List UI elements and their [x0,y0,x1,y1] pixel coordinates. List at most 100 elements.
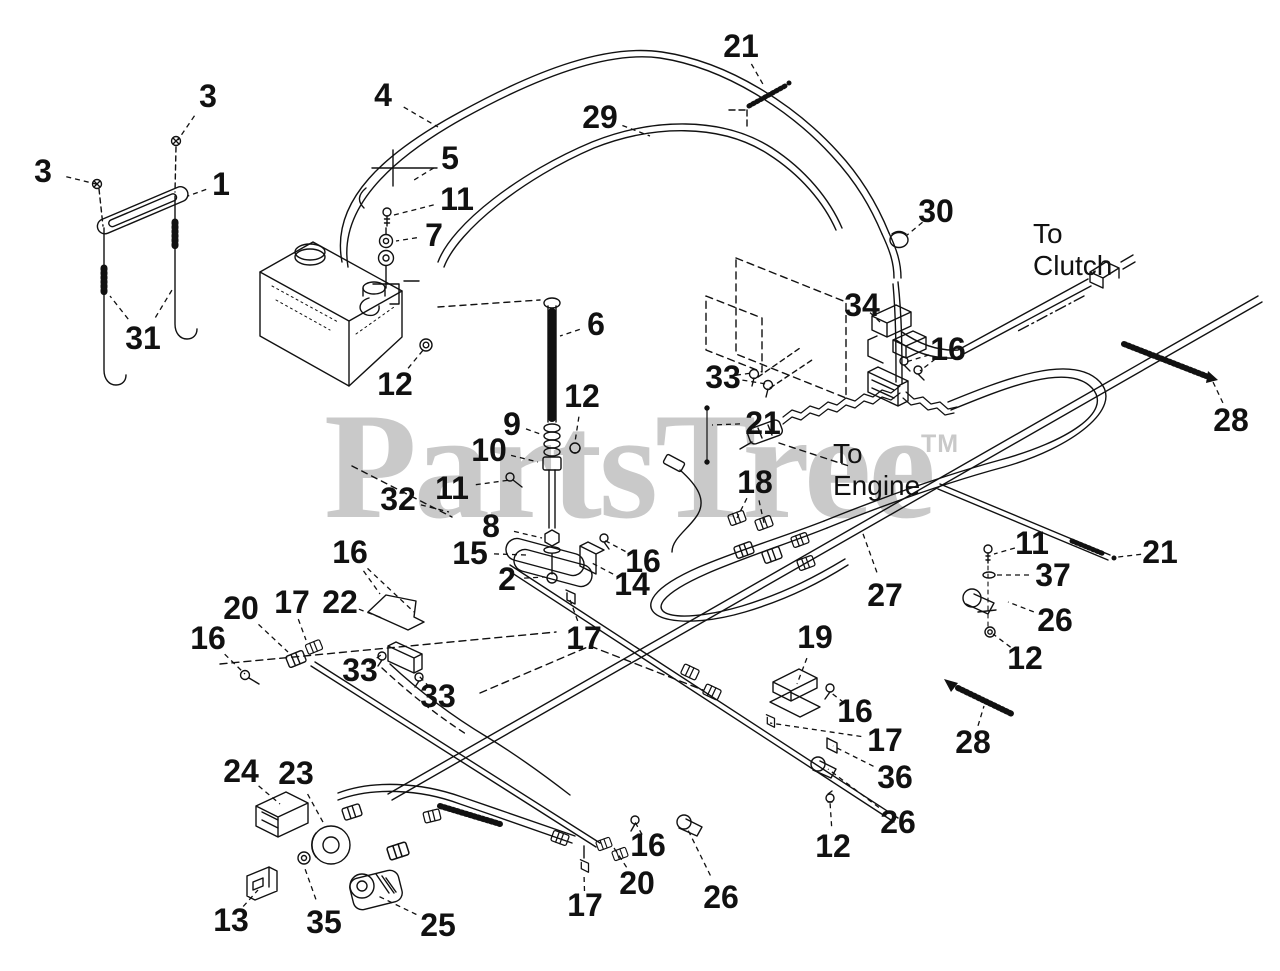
callout-label: 21 [723,28,759,64]
ignition-harness [246,783,703,911]
leader-line [375,894,417,916]
callout-label: 36 [877,759,913,795]
callout-label: 11 [435,470,469,506]
cable-27 [387,295,1263,801]
callout-label: 7 [425,217,443,253]
callout-11: 11 [393,181,474,217]
cable-lower-right [505,564,899,823]
callout-label: 19 [797,619,833,655]
annotation-line: To [1033,218,1063,249]
j-bolt-left [103,227,127,386]
callout-21: 21 [723,28,765,87]
callout-label: 16 [625,543,661,579]
callout-28: 28 [1212,381,1249,438]
callout-12: 12 [992,633,1043,676]
leader-line [420,504,450,513]
screw-16f [825,683,835,693]
callout-label: 17 [566,620,602,656]
callout-3: 3 [177,78,217,141]
callout-16: 16 [829,691,873,729]
leader-line [510,454,539,463]
callout-16: 16 [190,620,246,675]
callout-25: 25 [375,894,456,943]
callout-label: 28 [955,724,991,760]
hanger-strap [96,186,189,235]
rod-21-top [726,80,792,131]
callout-35: 35 [303,865,342,940]
callout-33: 33 [418,675,456,714]
callout-6: 6 [559,306,605,342]
callout-label: 30 [918,193,954,229]
lever-assembly [351,297,610,605]
leader-line [622,124,651,137]
callout-label: 18 [737,464,773,500]
leader-line [395,237,418,242]
callout-16: 16 [630,821,666,863]
callout-label: 26 [880,804,916,840]
leader-line [513,530,543,539]
leader-line [905,354,930,363]
callout-label: 13 [213,902,249,938]
callout-12: 12 [564,378,600,443]
callout-label: 12 [1007,640,1043,676]
washer-37 [982,571,996,579]
callout-12: 12 [815,801,851,864]
pivot-10 [542,456,562,471]
callout-32: 32 [380,481,450,517]
callout-label: 26 [703,879,739,915]
leader-line [224,653,246,675]
leader-line [258,785,281,805]
callout-30: 30 [905,193,954,237]
switch-19 [772,668,818,702]
line-art-root [91,49,1263,911]
callout-17: 17 [769,722,903,758]
leader-line [583,873,586,892]
leader-line [711,423,741,426]
leader-line [393,204,434,216]
callout-label: 21 [1142,534,1178,570]
callout-1: 1 [187,166,230,202]
clutch-connector [1089,261,1120,289]
callout-11: 11 [993,525,1049,561]
annotation-line: To [833,438,863,469]
connector-cluster-18 [662,405,817,572]
screw-12f [825,793,835,803]
callout-17: 17 [566,599,602,656]
leader-line [559,328,581,337]
callout-16: 16 [905,331,966,372]
callout-26: 26 [687,829,739,915]
connector-13 [246,866,278,901]
screw-11b [505,472,515,482]
clamp-assembly-right [962,544,997,638]
switch-22-assembly [239,594,571,796]
callout-label: 16 [190,620,226,656]
callout-17: 17 [567,873,603,923]
clip-36 [826,737,838,754]
callout-label: 4 [374,77,392,113]
leader-line [769,722,862,738]
callout-label: 20 [223,590,259,626]
callout-2: 2 [498,561,546,597]
leader-line [750,63,765,87]
grommet-12 [419,338,433,352]
ignition-23 [311,825,351,865]
callout-label: 20 [619,865,655,901]
callout-34: 34 [844,287,881,323]
annotation-line: Clutch [1033,250,1112,281]
callout-11: 11 [435,470,511,506]
callout-label: 35 [306,904,342,940]
leader-line [493,553,527,556]
callout-label: 22 [322,584,358,620]
callout-label: 37 [1035,557,1071,593]
callout-24: 24 [223,753,281,805]
callout-14: 14 [589,561,650,602]
leader-line [258,623,289,653]
switch-module [867,366,909,407]
callout-label: 12 [564,378,600,414]
leader-line [177,115,196,141]
callout-label: 16 [930,331,966,367]
callout-label: 6 [587,306,605,342]
callout-label: 8 [482,508,500,544]
switch-19-assembly [679,663,838,803]
